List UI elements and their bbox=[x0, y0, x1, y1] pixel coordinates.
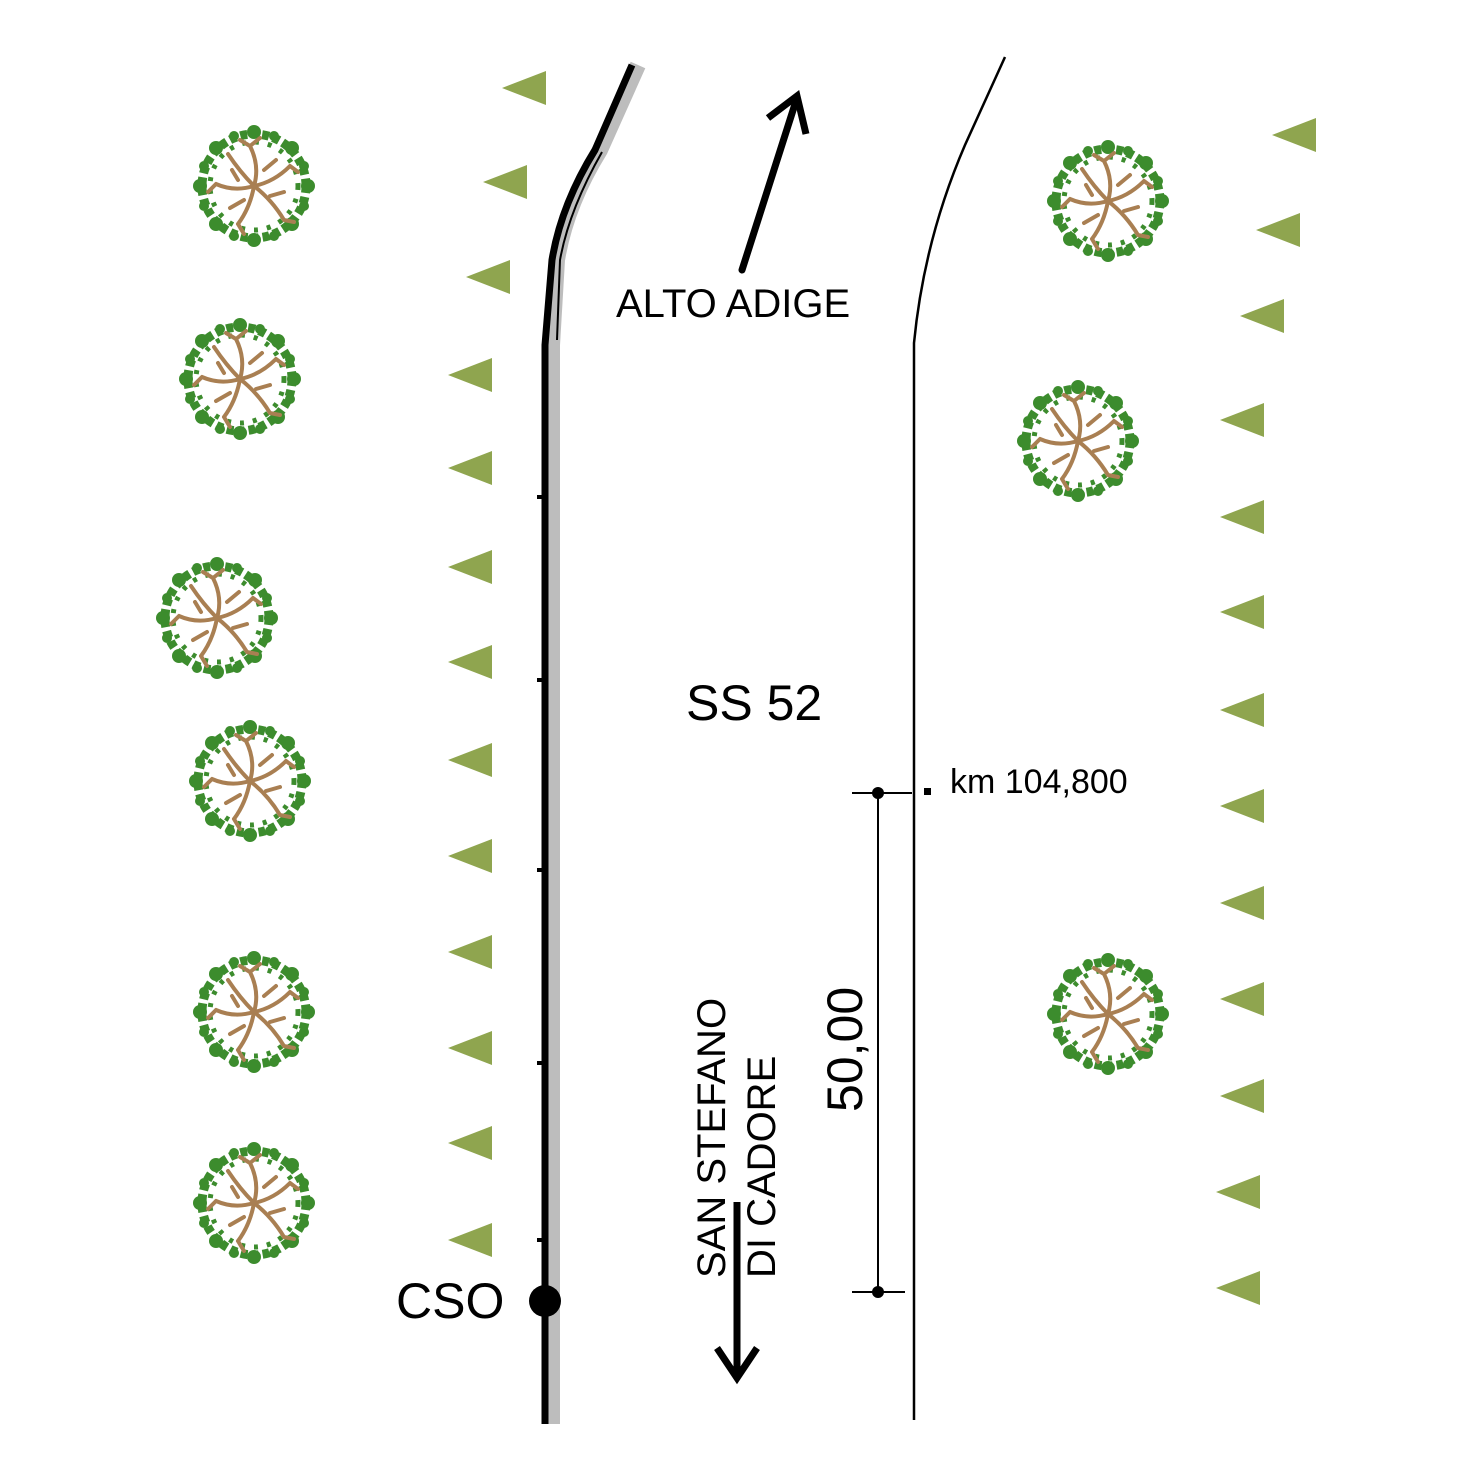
slope-triangle-icon bbox=[448, 1126, 492, 1160]
slope-triangle-icon bbox=[448, 451, 492, 485]
tree-icon bbox=[193, 951, 315, 1073]
slope-triangle-icon bbox=[1220, 789, 1264, 823]
left-road-edge bbox=[537, 61, 646, 1424]
kilometer-marker-label: km 104,800 bbox=[950, 763, 1128, 801]
slope-triangle-icon bbox=[1220, 595, 1264, 629]
slope-triangle-icon bbox=[1216, 1271, 1260, 1305]
slope-triangle-icon bbox=[448, 1223, 492, 1257]
right-road-edge bbox=[912, 56, 1007, 1420]
slope-triangle-icon bbox=[1272, 118, 1316, 152]
slope-triangle-icon bbox=[1220, 500, 1264, 534]
tree-icon bbox=[179, 318, 301, 440]
south-destination-label-line2: DI CADORE bbox=[740, 1056, 784, 1278]
dimension-line bbox=[852, 787, 931, 1298]
slope-triangle-icon bbox=[448, 839, 492, 873]
direction-arrow-icon bbox=[738, 89, 810, 274]
slope-triangle-icon bbox=[1256, 213, 1300, 247]
slope-triangle-icon bbox=[1220, 1079, 1264, 1113]
distance-label: 50,00 bbox=[817, 987, 873, 1112]
slope-triangle-icon bbox=[448, 645, 492, 679]
tree-icon bbox=[156, 557, 278, 679]
slope-triangle-icon bbox=[483, 165, 527, 199]
slope-triangle-icon bbox=[1240, 299, 1284, 333]
road-name-label: SS 52 bbox=[686, 675, 822, 731]
slope-triangle-icon bbox=[1220, 693, 1264, 727]
tree-icon bbox=[1017, 380, 1139, 502]
slope-triangle-icon bbox=[1220, 403, 1264, 437]
tree-icon bbox=[189, 720, 311, 842]
slope-triangle-icon bbox=[502, 71, 546, 105]
slope-triangle-icon bbox=[1220, 886, 1264, 920]
slope-triangle-icon bbox=[448, 358, 492, 392]
tree-icon bbox=[193, 125, 315, 247]
station-id-label: CSO bbox=[396, 1273, 504, 1329]
tree-icon bbox=[193, 1142, 315, 1264]
slope-triangle-icon bbox=[448, 743, 492, 777]
station-marker-icon bbox=[529, 1285, 561, 1317]
slope-triangle-icon bbox=[448, 1031, 492, 1065]
north-destination-label: ALTO ADIGE bbox=[616, 282, 850, 326]
slope-triangle-icon bbox=[466, 260, 510, 294]
tree-icon bbox=[1047, 140, 1169, 262]
slope-triangle-icon bbox=[448, 550, 492, 584]
direction-arrow-icon bbox=[714, 1202, 760, 1385]
slope-triangle-icon bbox=[1216, 1175, 1260, 1209]
slope-triangle-icon bbox=[1220, 982, 1264, 1016]
slope-triangle-icon bbox=[448, 935, 492, 969]
tree-icon bbox=[1047, 953, 1169, 1075]
south-destination-label-line1: SAN STEFANO bbox=[690, 998, 734, 1278]
